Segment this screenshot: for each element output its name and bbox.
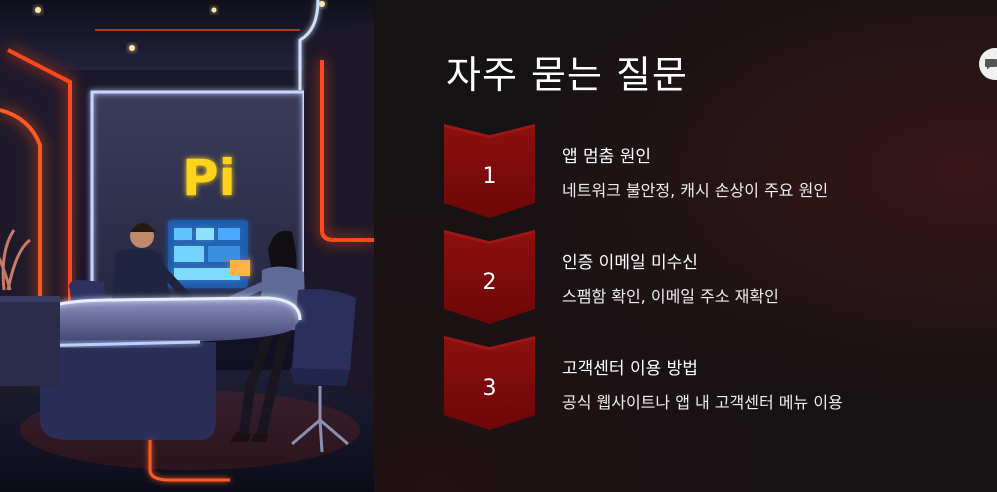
faq-number: 3 [482,376,497,401]
page-title: 자주 묻는 질문 [446,53,688,97]
number-chevron [444,124,535,218]
faq-answer: 스팸함 확인, 이메일 주소 재확인 [562,287,779,306]
faq-question: 인증 이메일 미수신 [562,253,698,273]
number-chevron [444,230,535,324]
pi-logo: Pi [182,149,236,207]
faq-number: 2 [482,270,497,295]
faq-answer: 공식 웹사이트나 앱 내 고객센터 메뉴 이용 [562,393,843,412]
faq-number: 1 [482,164,497,189]
faq-item-2: 2 인증 이메일 미수신 스팸함 확인, 이메일 주소 재확인 [444,230,964,324]
scene-artwork: Pi [0,0,374,492]
faq-item-1: 1 앱 멈춤 원인 네트워크 불안정, 캐시 손상이 주요 원인 [444,124,964,218]
chat-button[interactable] [979,48,997,80]
faq-item-3: 3 고객센터 이용 방법 공식 웹사이트나 앱 내 고객센터 메뉴 이용 [444,336,964,430]
faq-question: 고객센터 이용 방법 [562,359,698,379]
faq-answer: 네트워크 불안정, 캐시 손상이 주요 원인 [562,181,829,200]
office-scene-illustration: Pi [0,0,374,492]
faq-panel: 자주 묻는 질문 1 앱 멈춤 원인 네트워크 불안정, 캐시 손상이 주요 원… [374,0,997,492]
faq-question: 앱 멈춤 원인 [562,147,652,167]
number-chevron [444,336,535,430]
chat-bubble-icon [985,59,997,70]
